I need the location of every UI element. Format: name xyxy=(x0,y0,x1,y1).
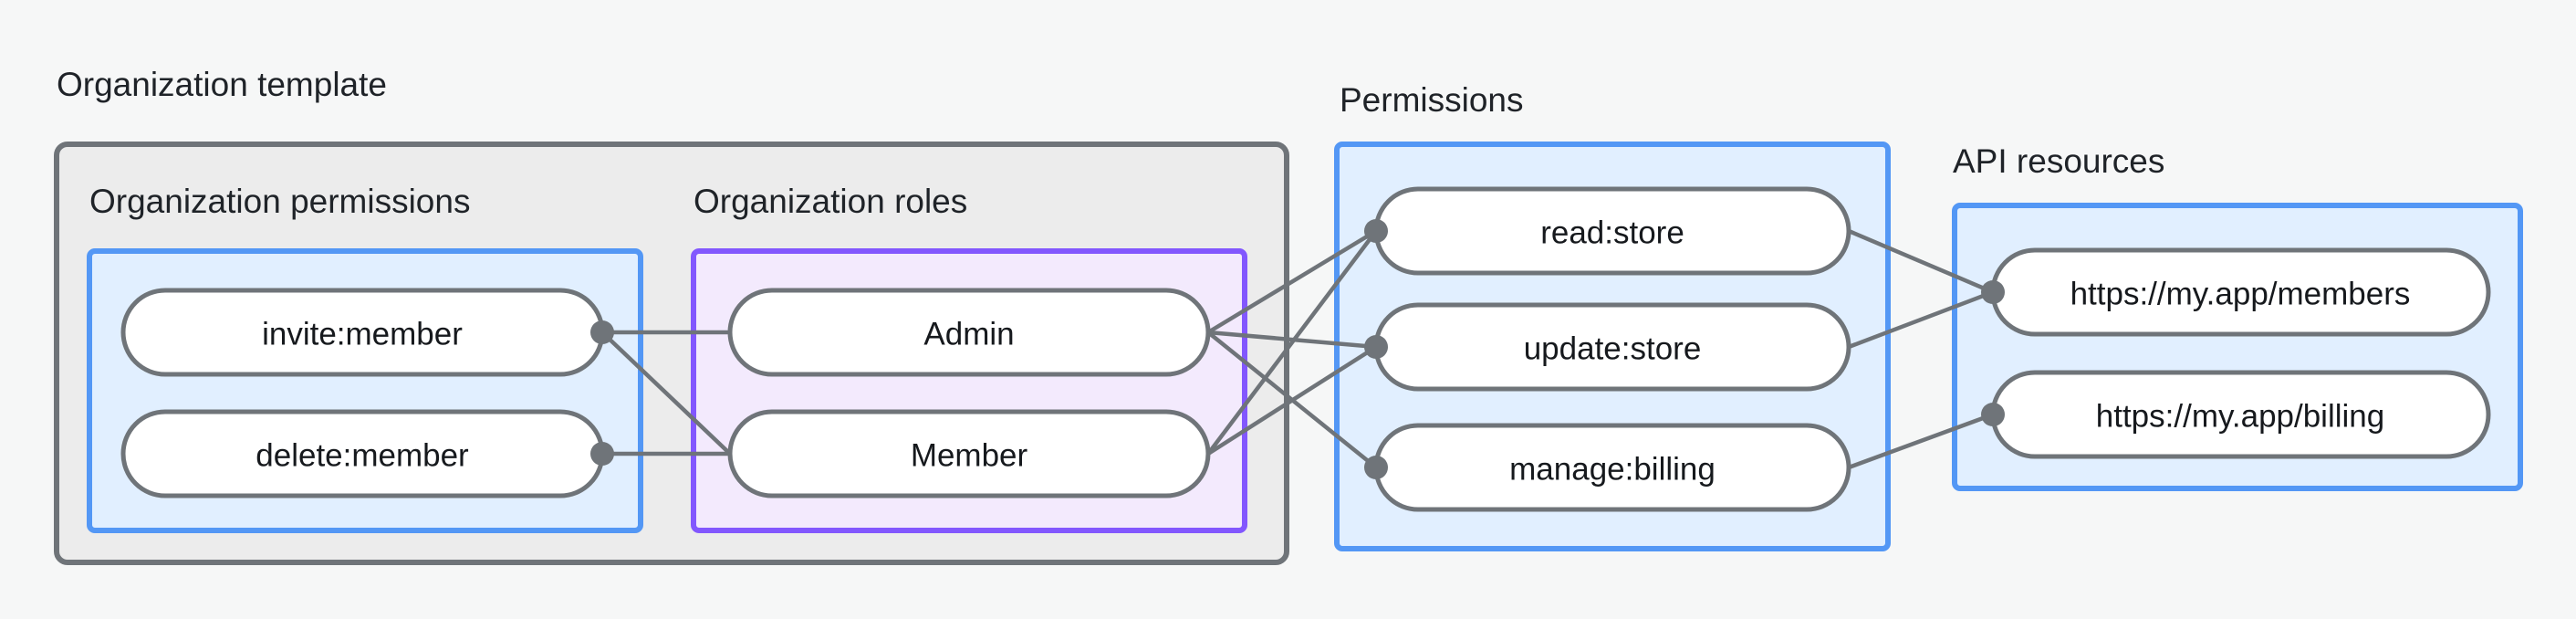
edge-update-store-to-members-url xyxy=(1848,289,1994,350)
node-members-url[interactable]: https://my.app/members xyxy=(1990,247,2491,337)
node-update-store-label: update:store xyxy=(1524,331,1702,367)
subgroup-label-organization-permissions: Organization permissions xyxy=(89,183,470,220)
edge-member-to-read-store xyxy=(1206,229,1378,456)
edge-anchor-layer xyxy=(590,219,2005,479)
anchor-dot-billing-url xyxy=(1981,403,2005,426)
subgroup-label-organization-roles: Organization roles xyxy=(694,183,967,220)
node-billing-url[interactable]: https://my.app/billing xyxy=(1990,370,2491,459)
node-member[interactable]: Member xyxy=(727,409,1211,498)
node-delete-member-label: delete:member xyxy=(256,438,469,474)
edge-invite-member-to-member xyxy=(600,330,732,456)
node-billing-url-label: https://my.app/billing xyxy=(2096,399,2384,435)
anchor-dot-update-store xyxy=(1364,335,1388,359)
anchor-dot-read-store xyxy=(1364,219,1388,243)
node-admin[interactable]: Admin xyxy=(727,288,1211,377)
group-label-api-resources: API resources xyxy=(1953,142,2164,180)
node-admin-label: Admin xyxy=(923,317,1014,352)
anchor-dot-invite-member xyxy=(590,320,614,344)
anchor-dot-members-url xyxy=(1981,280,2005,304)
node-invite-member-label: invite:member xyxy=(262,317,463,352)
anchor-dot-manage-billing xyxy=(1364,456,1388,479)
node-read-store[interactable]: read:store xyxy=(1373,186,1851,276)
edge-manage-billing-to-billing-url xyxy=(1848,412,1994,470)
node-admin-shape[interactable] xyxy=(727,288,1211,377)
node-manage-billing[interactable]: manage:billing xyxy=(1373,423,1851,512)
node-update-store[interactable]: update:store xyxy=(1373,302,1851,392)
group-label-permissions: Permissions xyxy=(1340,81,1524,119)
node-invite-member[interactable]: invite:member xyxy=(120,288,605,377)
node-members-url-label: https://my.app/members xyxy=(2070,277,2411,312)
node-read-store-label: read:store xyxy=(1540,215,1684,251)
node-member-label: Member xyxy=(911,438,1028,474)
anchor-dot-delete-member xyxy=(590,442,614,466)
edge-admin-to-read-store xyxy=(1206,229,1378,334)
node-delete-member[interactable]: delete:member xyxy=(120,409,605,498)
group-label-organization-template: Organization template xyxy=(57,66,387,103)
edge-member-to-update-store xyxy=(1206,345,1378,456)
edge-layer xyxy=(600,228,1994,470)
node-manage-billing-label: manage:billing xyxy=(1509,452,1716,488)
edge-read-store-to-members-url xyxy=(1848,228,1994,295)
node-member-shape[interactable] xyxy=(727,409,1211,498)
